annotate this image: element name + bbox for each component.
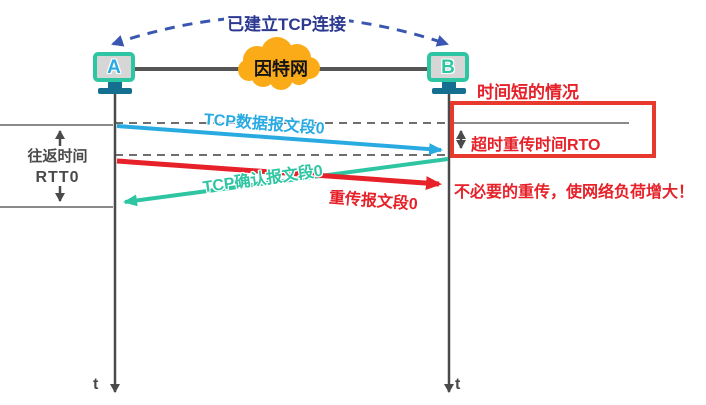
internet-cloud-icon	[238, 37, 320, 90]
internet-label: 因特网	[254, 59, 308, 79]
rto-label: 超时重传时间RTO	[471, 137, 601, 154]
ack-segment-arrow	[123, 157, 449, 207]
warning-label: 不必要的重传，使网络负荷增大！	[454, 184, 695, 201]
time-axis-label-b: t	[455, 376, 461, 393]
host-a-stand-base	[98, 88, 132, 94]
time-axis-label-a: t	[93, 376, 99, 393]
tcp-connection-label: 已建立TCP连接	[224, 10, 349, 35]
host-b-stand	[442, 82, 456, 89]
host-a-icon: A	[93, 52, 135, 82]
rtt-label-line1: 往返时间	[27, 148, 88, 165]
host-b-icon: B	[427, 52, 469, 82]
data-segment-arrow	[116, 124, 443, 156]
retransmission-arrow	[116, 158, 442, 191]
rtt-label-block: 往返时间 RTT0	[10, 145, 105, 187]
host-b-stand-base	[432, 88, 466, 94]
host-b-label: B	[441, 56, 455, 78]
rtt-label-line2: RTT0	[35, 169, 80, 186]
host-a-label: A	[107, 56, 121, 78]
host-a-stand	[108, 82, 122, 89]
rto-highlight-box	[450, 101, 656, 158]
scenario-label: 时间短的情况	[477, 83, 579, 102]
